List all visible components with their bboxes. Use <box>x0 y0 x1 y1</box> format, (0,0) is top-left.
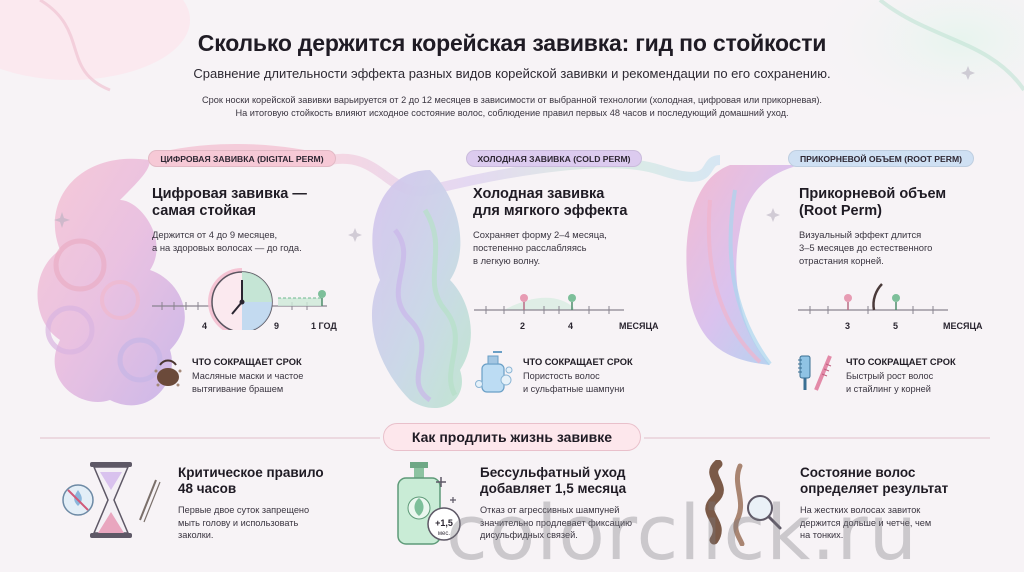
damaged-hair-icon <box>154 359 182 387</box>
root-title-line-2: (Root Perm) <box>799 203 882 219</box>
digital-tick-4: 4 <box>202 321 208 331</box>
tip-condition-text: На жестких волосах завиток держится доль… <box>800 504 931 542</box>
root-desc-line-3: отрастания корней. <box>799 255 884 266</box>
plus-icon <box>450 497 456 503</box>
section-title: Как продлить жизнь завивке <box>383 423 641 451</box>
tip-condition-title-line-1: Состояние волос <box>800 465 916 480</box>
cold-desc-line-2: постепенно расслабляясь <box>473 242 587 253</box>
digital-title-line-2: самая стойкая <box>152 203 256 219</box>
root-desc-line-2: 3–5 месяцев до естественного <box>799 242 933 253</box>
comb-brush-icon <box>798 355 832 391</box>
tip-48h-title-line-1: Критическое правило <box>178 465 324 480</box>
badge-value: +1,5 <box>435 518 453 528</box>
digital-tick-year: 1 ГОД <box>311 321 337 331</box>
tip-condition-text-line-1: На жестких волосах завиток <box>800 505 921 515</box>
digital-title-line-1: Цифровая завивка — <box>152 186 307 202</box>
pin-icon <box>892 294 900 310</box>
pill-digital-perm: ЦИФРОВАЯ ЗАВИВКА (DIGITAL PERM) <box>148 150 336 167</box>
page-subtitle: Сравнение длительности эффекта разных ви… <box>193 66 831 81</box>
sulfate-free-bottle-icon: +1,5 мес. <box>397 462 461 545</box>
digital-title: Цифровая завивка — самая стойкая <box>152 186 307 220</box>
digital-tick-9: 9 <box>274 321 280 331</box>
tip-condition-text-line-3: на тонких. <box>800 530 844 540</box>
shampoo-bubbles-icon <box>475 351 513 393</box>
tip-sulfate-text-line-2: значительно продлевает фиксацию <box>480 517 632 528</box>
cold-title: Холодная завивка для мягкого эффекта <box>473 186 627 220</box>
digital-shorten-text: Масляные маски и частое вытягивание браш… <box>192 370 303 395</box>
watermark: colorclick.ru <box>446 488 918 572</box>
magnifier-icon <box>747 495 773 521</box>
root-shorten-line-2: и стайлинг у корней <box>846 383 931 394</box>
tip-48h-text-line-3: заколки. <box>178 530 214 540</box>
tip-sulfate-text-line-1: Отказ от агрессивных шампуней <box>480 505 620 515</box>
root-title: Прикорневой объем (Root Perm) <box>799 186 946 220</box>
section-divider <box>40 437 990 439</box>
root-perm-hair <box>686 165 800 366</box>
root-tick-5: 5 <box>893 321 899 331</box>
cold-tick-unit: МЕСЯЦА <box>619 321 659 331</box>
root-desc: Визуальный эффект длится 3–5 месяцев до … <box>799 228 932 267</box>
root-tick-3: 3 <box>845 321 851 331</box>
clock-icon <box>208 268 273 330</box>
tip-48h-title: Критическое правило 48 часов <box>178 465 324 497</box>
intro-line-2: На итоговую стойкость влияют исходное со… <box>235 108 789 118</box>
digital-desc-line-1: Держится от 4 до 9 месяцев, <box>152 229 278 240</box>
root-timeline <box>798 283 948 314</box>
tip-condition-text-line-2: держится дольше и четче, чем <box>800 517 932 528</box>
badge-unit: мес. <box>438 531 450 537</box>
tip-48h-text-line-1: Первые двое суток запрещено <box>178 505 310 515</box>
page-title: Сколько держится корейская завивка: гид … <box>197 30 827 56</box>
tip-condition-title: Состояние волос определяет результат <box>800 465 948 497</box>
tip-48h-title-line-2: 48 часов <box>178 481 237 496</box>
root-desc-line-1: Визуальный эффект длится <box>799 229 922 240</box>
digital-timeline <box>152 268 327 330</box>
cold-shorten-text: Пористость волос и сульфатные шампуни <box>523 370 624 395</box>
cold-desc: Сохраняет форму 2–4 месяца, постепенно р… <box>473 228 607 267</box>
hourglass-icon <box>62 462 161 538</box>
cold-tick-4: 4 <box>568 321 574 331</box>
root-shorten-line-1: Быстрый рост волос <box>846 371 934 381</box>
root-title-line-1: Прикорневой объем <box>799 186 947 202</box>
tip-48h-text: Первые двое суток запрещено мыть голову … <box>178 504 309 542</box>
hair-root-icon <box>872 283 883 311</box>
cold-title-line-2: для мягкого эффекта <box>473 203 628 219</box>
cold-title-line-1: Холодная завивка <box>473 186 605 202</box>
pill-root-perm: ПРИКОРНЕВОЙ ОБЪЕМ (ROOT PERM) <box>788 150 974 167</box>
pin-icon <box>318 290 326 306</box>
digital-shorten-line-2: вытягивание брашем <box>192 383 284 394</box>
pin-icon <box>844 294 852 310</box>
pin-icon <box>520 294 528 310</box>
root-shorten-text: Быстрый рост волос и стайлинг у корней <box>846 370 933 395</box>
digital-shorten-head: ЧТО СОКРАЩАЕТ СРОК <box>192 357 302 367</box>
intro-text: Срок носки корейской завивки варьируется… <box>0 94 1024 120</box>
cold-perm-hair <box>371 170 471 409</box>
tip-sulfate-text: Отказ от агрессивных шампуней значительн… <box>480 504 632 542</box>
cold-desc-line-3: в легкую волну. <box>473 255 541 266</box>
plus-icon <box>436 477 446 487</box>
tip-48h-text-line-2: мыть голову и использовать <box>178 517 299 528</box>
tip-sulfate-title-line-2: добавляет 1,5 месяца <box>480 481 627 496</box>
cold-tick-2: 2 <box>520 321 526 331</box>
pin-icon <box>568 294 576 310</box>
tip-condition-title-line-2: определяет результат <box>800 481 949 496</box>
digital-desc: Держится от 4 до 9 месяцев, а на здоровы… <box>152 228 302 254</box>
cold-shorten-line-1: Пористость волос <box>523 371 600 381</box>
root-shorten-head: ЧТО СОКРАЩАЕТ СРОК <box>846 357 956 367</box>
tip-sulfate-title: Бессульфатный уход добавляет 1,5 месяца <box>480 465 626 497</box>
tip-sulfate-title-line-1: Бессульфатный уход <box>480 465 626 480</box>
pill-cold-perm: ХОЛОДНАЯ ЗАВИВКА (COLD PERM) <box>466 150 642 167</box>
cold-shorten-line-2: и сульфатные шампуни <box>523 383 625 394</box>
hair-strands-magnifier-icon <box>705 460 782 546</box>
leaf-icon <box>414 498 424 516</box>
root-tick-unit: МЕСЯЦА <box>943 321 983 331</box>
cold-timeline <box>474 294 624 314</box>
digital-desc-line-2: а на здоровых волосах — до года. <box>152 242 302 253</box>
tip-sulfate-text-line-3: дисульфидных связей. <box>480 530 578 540</box>
cold-desc-line-1: Сохраняет форму 2–4 месяца, <box>473 229 607 240</box>
cold-shorten-head: ЧТО СОКРАЩАЕТ СРОК <box>523 357 633 367</box>
intro-line-1: Срок носки корейской завивки варьируется… <box>202 95 822 105</box>
digital-shorten-line-1: Масляные маски и частое <box>192 371 304 381</box>
